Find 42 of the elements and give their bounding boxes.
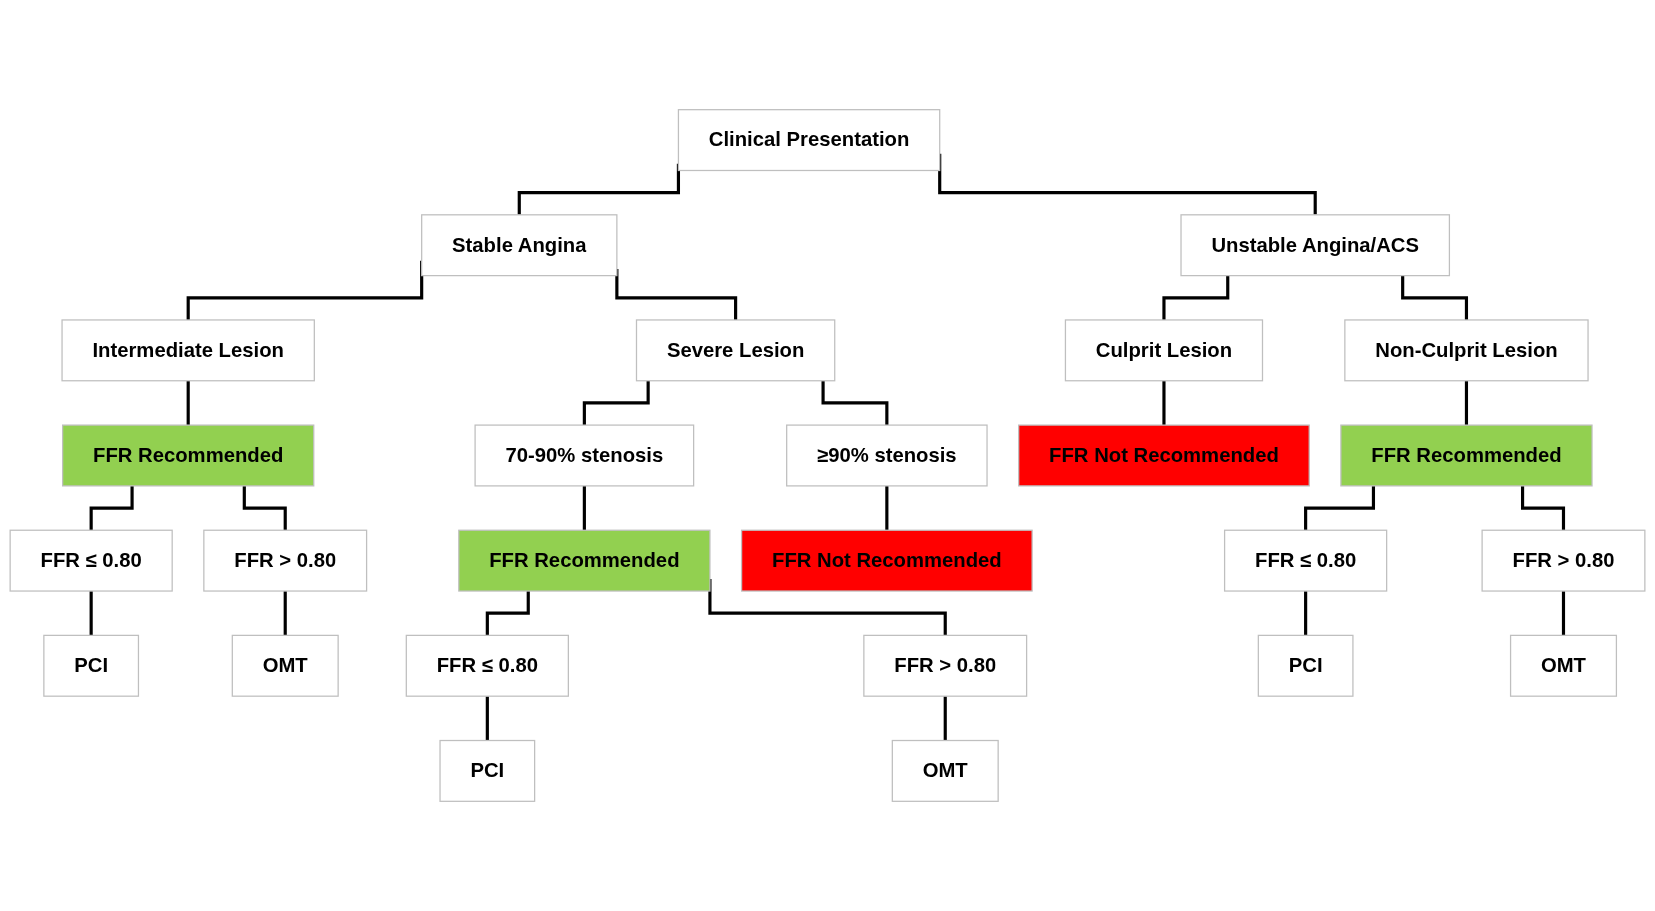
- node-box: PCI: [439, 739, 536, 802]
- connector: [242, 485, 287, 532]
- connector: [89, 591, 93, 637]
- node-box: Stable Angina: [421, 214, 618, 277]
- node-box: Non-Culprit Lesion: [1344, 319, 1589, 382]
- node-box: OMT: [891, 739, 999, 802]
- connector: [1521, 485, 1566, 532]
- connector: [582, 485, 586, 532]
- node-box: FFR Recommended: [1340, 424, 1593, 487]
- node-box: FFR ≤ 0.80: [9, 529, 173, 592]
- node-box: 70-90% stenosis: [474, 424, 695, 487]
- node-box: Clinical Presentation: [677, 109, 941, 172]
- node-box: OMT: [1509, 634, 1618, 697]
- node-box: FFR Recommended: [62, 424, 315, 487]
- connector: [821, 380, 889, 427]
- node-box: Intermediate Lesion: [61, 319, 315, 382]
- connector: [1304, 591, 1308, 637]
- connector: [283, 591, 287, 637]
- connector: [1304, 485, 1376, 532]
- node-box: FFR > 0.80: [203, 529, 368, 592]
- connector: [1464, 380, 1469, 427]
- connector: [89, 485, 134, 532]
- node-box: FFR Not Recommended: [1018, 424, 1310, 487]
- connector: [582, 380, 650, 427]
- node-box: FFR > 0.80: [863, 634, 1028, 697]
- node-box: FFR Recommended: [458, 529, 711, 592]
- node-box: Severe Lesion: [635, 319, 836, 382]
- connector: [1162, 380, 1166, 427]
- connector: [186, 380, 190, 427]
- node-box: FFR > 0.80: [1481, 529, 1646, 592]
- node-box: FFR Not Recommended: [740, 529, 1033, 592]
- connector: [1561, 591, 1566, 637]
- node-box: Unstable Angina/ACS: [1180, 214, 1451, 277]
- node-box: OMT: [231, 634, 339, 697]
- node-box: PCI: [43, 634, 140, 697]
- node-box: PCI: [1257, 634, 1354, 697]
- node-box: ≥90% stenosis: [786, 424, 988, 487]
- node-box: FFR ≤ 0.80: [405, 634, 569, 697]
- node-box: Culprit Lesion: [1064, 319, 1264, 382]
- node-box: FFR ≤ 0.80: [1223, 529, 1388, 592]
- connector: [885, 485, 889, 532]
- connector: [485, 591, 530, 637]
